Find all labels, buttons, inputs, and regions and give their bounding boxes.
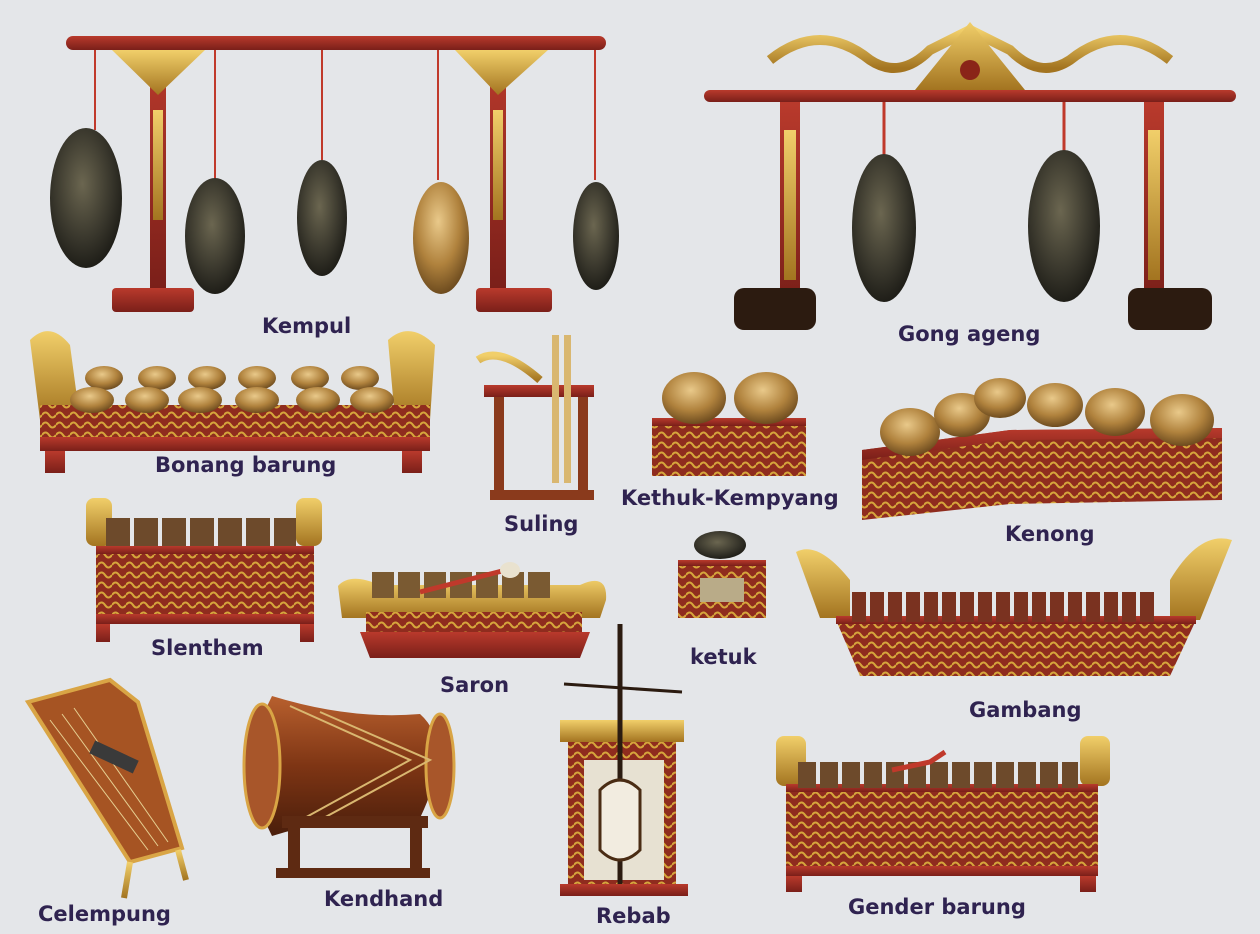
- label-rebab: Rebab: [596, 904, 671, 928]
- gambang-illustration: [796, 538, 1232, 676]
- slenthem-illustration: [86, 498, 322, 642]
- gong-ageng-illustration: [704, 22, 1236, 330]
- bonang-barung-illustration: [30, 331, 435, 473]
- label-ketuk: ketuk: [690, 645, 757, 669]
- kethuk-kempyang-illustration: [652, 372, 806, 476]
- label-bonang-barung: Bonang barung: [155, 453, 337, 477]
- kenong-illustration: [862, 378, 1222, 520]
- label-kenong: Kenong: [1005, 522, 1095, 546]
- saron-illustration: [338, 562, 607, 658]
- kempul-illustration: [50, 36, 619, 312]
- label-gambang: Gambang: [969, 698, 1082, 722]
- celempung-illustration: [24, 677, 189, 899]
- label-kethuk-kempyang: Kethuk-Kempyang: [621, 486, 839, 510]
- label-kendhand: Kendhand: [324, 887, 444, 911]
- label-gong-ageng: Gong ageng: [898, 322, 1041, 346]
- suling-illustration: [475, 335, 594, 500]
- label-gender-barung: Gender barung: [848, 895, 1026, 919]
- rebab-illustration: [560, 624, 688, 896]
- label-kempul: Kempul: [262, 314, 352, 338]
- gender-barung-illustration: [776, 736, 1110, 892]
- label-suling: Suling: [504, 512, 579, 536]
- label-celempung: Celempung: [38, 902, 171, 926]
- ketuk-illustration: [678, 531, 766, 618]
- label-slenthem: Slenthem: [151, 636, 264, 660]
- label-saron: Saron: [440, 673, 510, 697]
- kendhand-illustration: [242, 696, 456, 878]
